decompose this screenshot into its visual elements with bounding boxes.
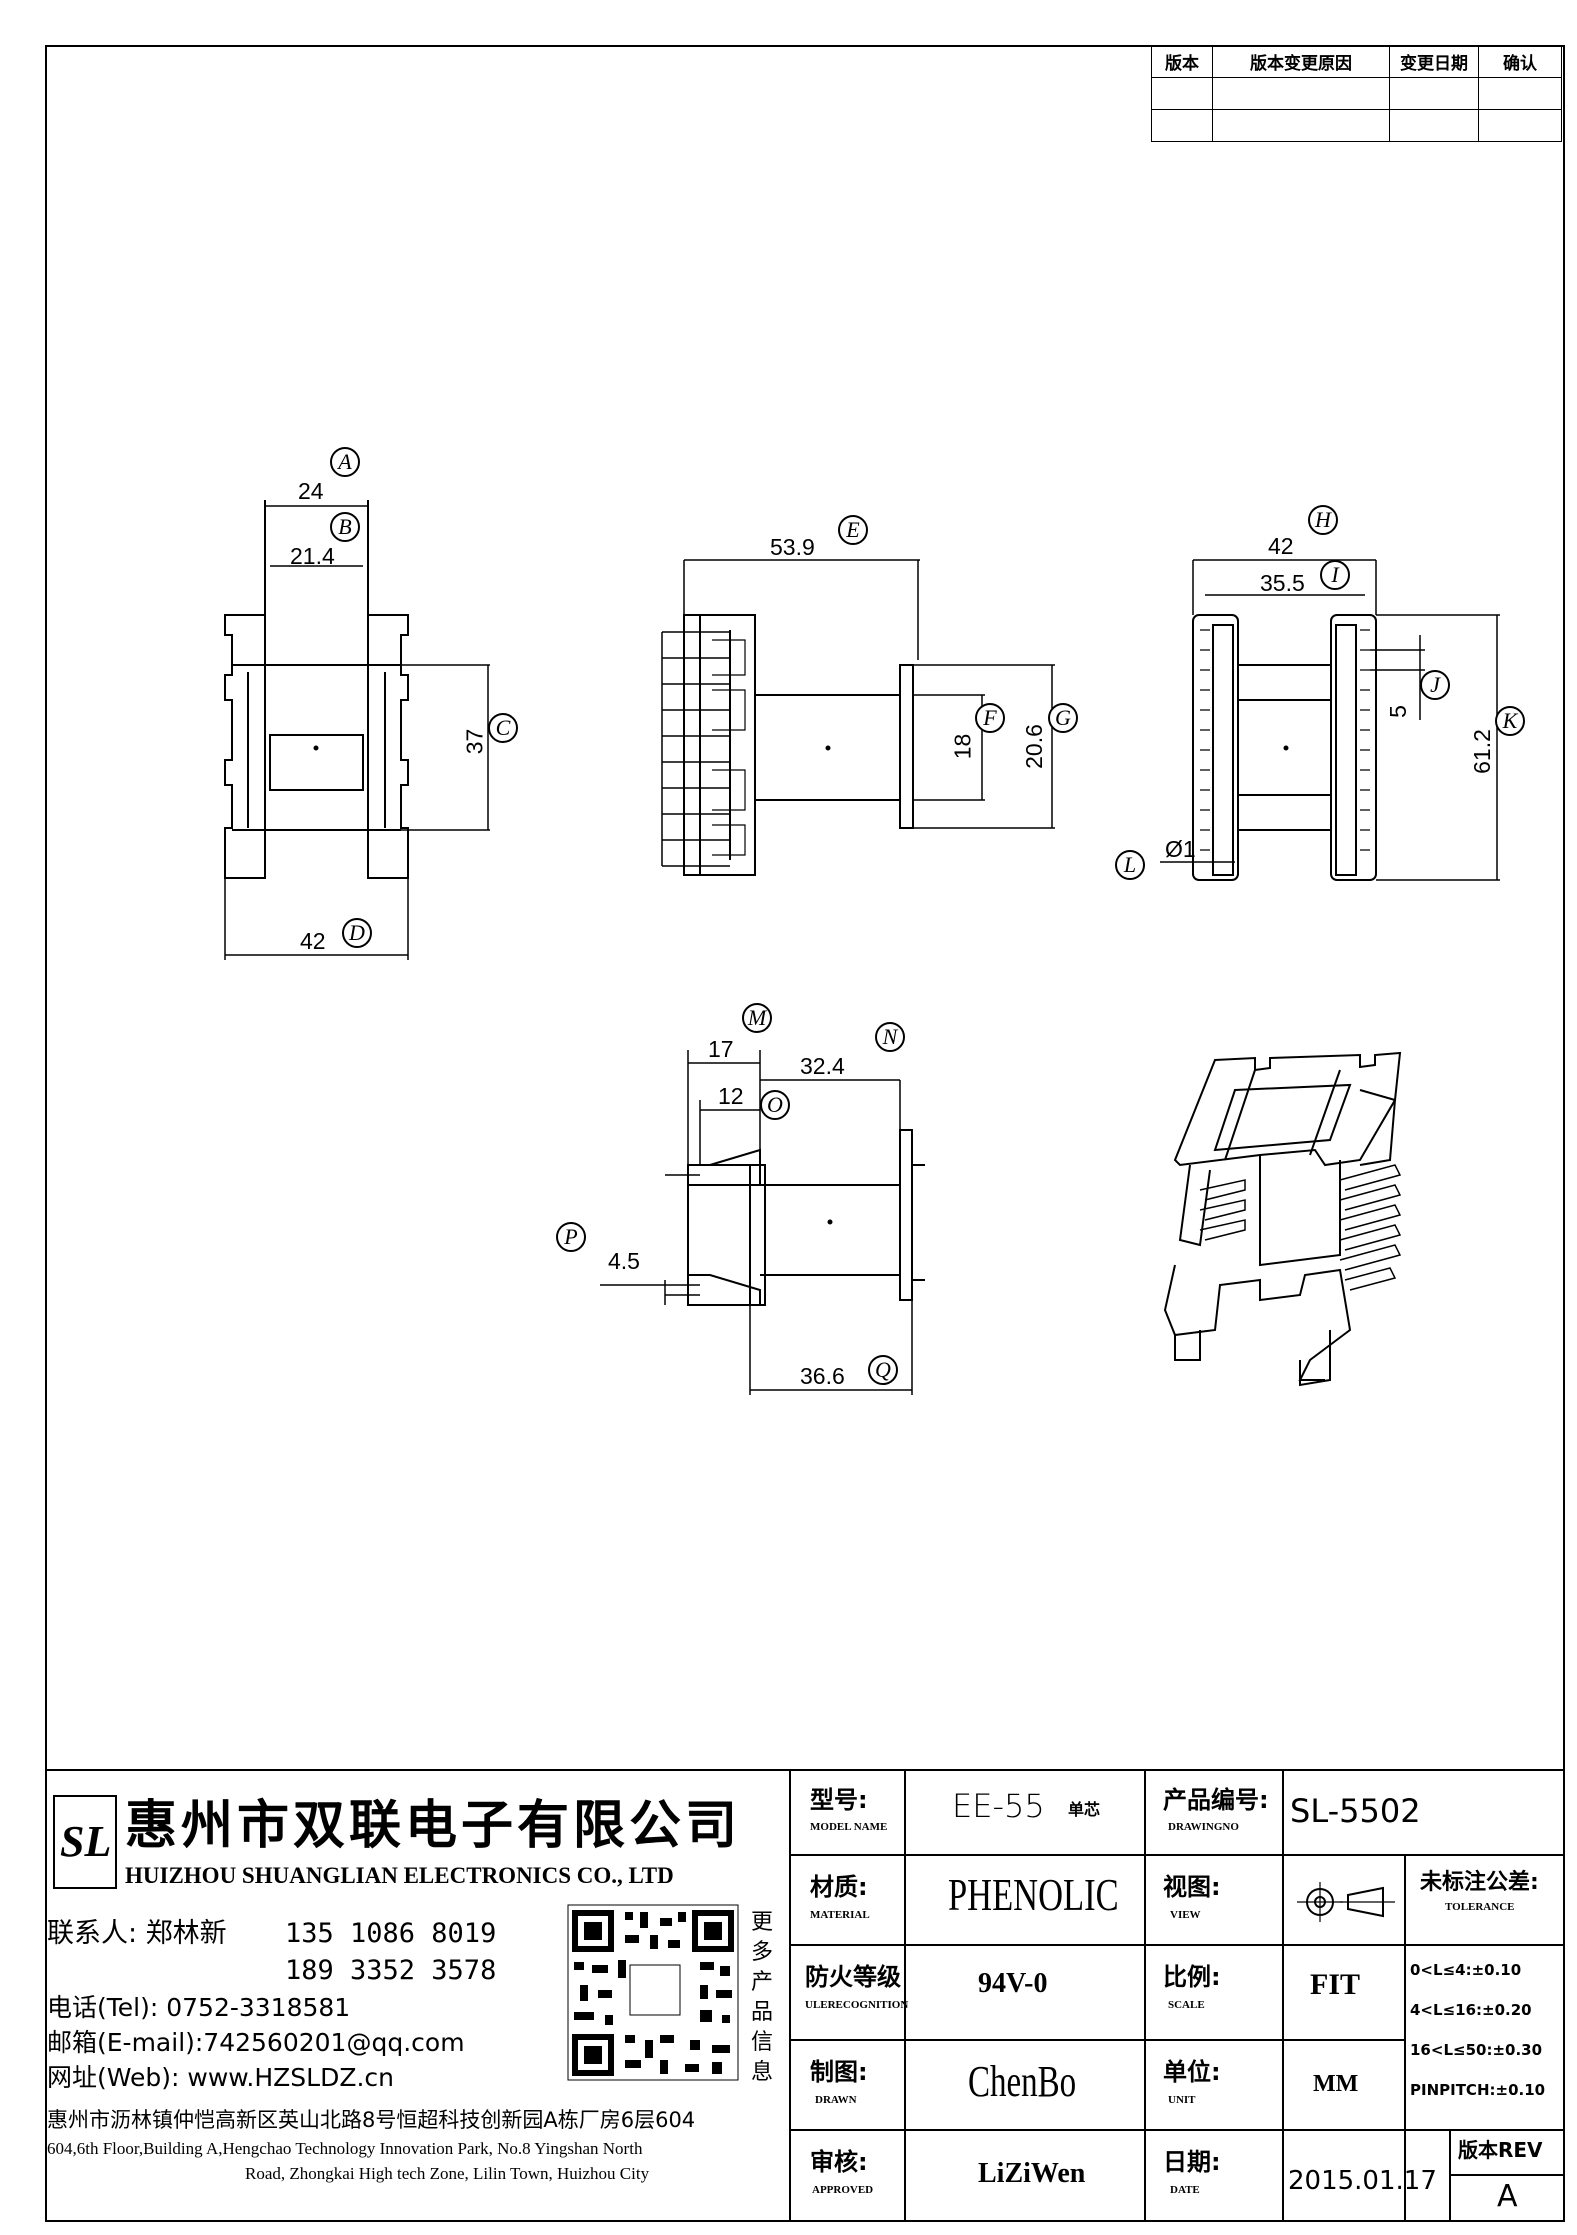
contact-tel: 电话(Tel): 0752-3318581 [47,1993,351,2022]
material-value: PHENOLIC [948,1869,1119,1920]
bottom-view [600,1050,925,1395]
fire-rating-label-en: ULERECOGNITION [805,1999,909,2011]
contact-phone-2: 189 3352 3578 [285,1955,497,1986]
callout-C: C [488,713,518,743]
approved-value: LiZiWen [978,2158,1086,2189]
revision-table: 版本 版本变更原因 变更日期 确认 [1151,45,1562,142]
callout-F: F [975,703,1005,733]
dim-F-value: 18 [949,733,976,760]
contact-email: 邮箱(E-mail):742560201@qq.com [47,2028,465,2057]
contact-web: 网址(Web): www.HZSLDZ.cn [47,2063,395,2092]
callout-E: E [838,515,868,545]
callout-P: P [556,1222,586,1252]
tolerance-line-3: 16<L≤50:±0.30 [1410,2041,1543,2059]
callout-K: K [1495,706,1525,736]
model-suffix: 单芯 [1068,1800,1101,1819]
dim-L-value: Ø1 [1165,836,1196,862]
front-view [224,500,490,960]
callout-H: H [1308,505,1338,535]
scale-label-en: SCALE [1168,1999,1205,2011]
tolerance-label: 未标注公差: [1420,1870,1539,1895]
tolerance-line-4: PINPITCH:±0.10 [1410,2081,1546,2099]
rev-label: 版本REV [1458,2138,1543,2162]
dim-A-value: 24 [298,478,324,504]
callout-J: J [1420,670,1450,700]
dim-N-value: 32.4 [800,1053,845,1079]
material-label-en: MATERIAL [810,1909,870,1921]
view-label: 视图: [1163,1873,1221,1901]
address-en-2: Road, Zhongkai High tech Zone, Lilin Tow… [245,2164,650,2183]
drawing-no-label-en: DRAWINGNO [1168,1821,1239,1833]
rev-header-reason: 版本变更原因 [1212,45,1390,78]
callout-G: G [1048,703,1078,733]
dim-M-value: 17 [708,1036,734,1062]
fire-rating-value: 94V-0 [978,1968,1048,1999]
approved-label: 审核: [810,2148,868,2176]
unit-label-en: UNIT [1168,2094,1196,2106]
contact-phone-1: 135 1086 8019 [285,1918,497,1949]
drawn-label-en: DRAWN [815,2094,857,2106]
view-label-en: VIEW [1170,1909,1201,1921]
callout-Q: Q [868,1355,898,1385]
end-view [1160,559,1500,881]
approved-label-en: APPROVED [812,2184,874,2196]
callout-D: D [342,918,372,948]
unit-value: MM [1313,2071,1359,2097]
dim-Q-value: 36.6 [800,1363,845,1389]
model-label-en: MODEL NAME [810,1821,888,1833]
dim-J-value: 5 [1384,705,1411,718]
dim-P-value: 4.5 [608,1248,640,1274]
contact-person: 联系人: 郑林新 [47,1918,227,1949]
drawing-frame [45,45,1565,2222]
qr-caption: 更多产品信息 [750,1910,773,2085]
address-cn: 惠州市沥林镇仲恺高新区英山北路8号恒超科技创新园A栋厂房6层604 [47,2108,696,2132]
date-value: 2015.01.17 [1288,2166,1437,2196]
callout-L: L [1115,850,1145,880]
scale-value: FIT [1310,1968,1361,2001]
callout-N: N [875,1022,905,1052]
title-block-lines [45,1769,1565,2222]
date-label: 日期: [1163,2148,1221,2176]
callout-O: O [760,1090,790,1120]
dim-G-value: 20.6 [1020,724,1047,769]
side-view [661,559,1055,876]
address-en-1: 604,6th Floor,Building A,Hengchao Techno… [47,2139,643,2158]
company-logo [53,1795,117,1889]
tolerance-label-en: TOLERANCE [1445,1901,1515,1913]
dim-D-value: 42 [300,928,326,954]
dim-K-value: 61.2 [1468,729,1495,774]
callout-I: I [1320,560,1350,590]
drawing-no-value: SL-5502 [1290,1792,1421,1830]
tolerance-line-2: 4<L≤16:±0.20 [1410,2001,1532,2019]
dim-O-value: 12 [718,1083,744,1109]
tolerance-line-1: 0<L≤4:±0.10 [1410,1961,1522,1979]
company-name-cn: 惠州市双联电子有限公司 [125,1796,742,1856]
model-label: 型号: [810,1786,868,1814]
callout-A: A [330,447,360,477]
dim-C-value: 37 [461,728,488,755]
model-value: EE-55 [952,1787,1045,1825]
dim-I-value: 35.5 [1260,570,1305,596]
qr-code [567,1904,739,2081]
date-label-en: DATE [1170,2184,1200,2196]
callout-B: B [330,512,360,542]
dim-E-value: 53.9 [770,534,815,560]
drawn-value: ChenBo [968,2057,1077,2106]
logo-text: SL [60,1817,112,1866]
drawn-label: 制图: [810,2058,868,2086]
scale-label: 比例: [1163,1963,1221,1991]
callout-M: M [742,1003,772,1033]
dim-H-value: 42 [1268,533,1294,559]
unit-label: 单位: [1163,2058,1221,2086]
material-label: 材质: [810,1873,868,1901]
company-name-en: HUIZHOU SHUANGLIAN ELECTRONICS CO., LTD [125,1863,674,1888]
fire-rating-label: 防火等级 [805,1963,901,1991]
rev-value: A [1497,2179,1518,2214]
dim-B-value: 21.4 [290,543,335,569]
drawing-no-label: 产品编号: [1163,1786,1269,1814]
isometric-view [1163,1051,1402,1387]
